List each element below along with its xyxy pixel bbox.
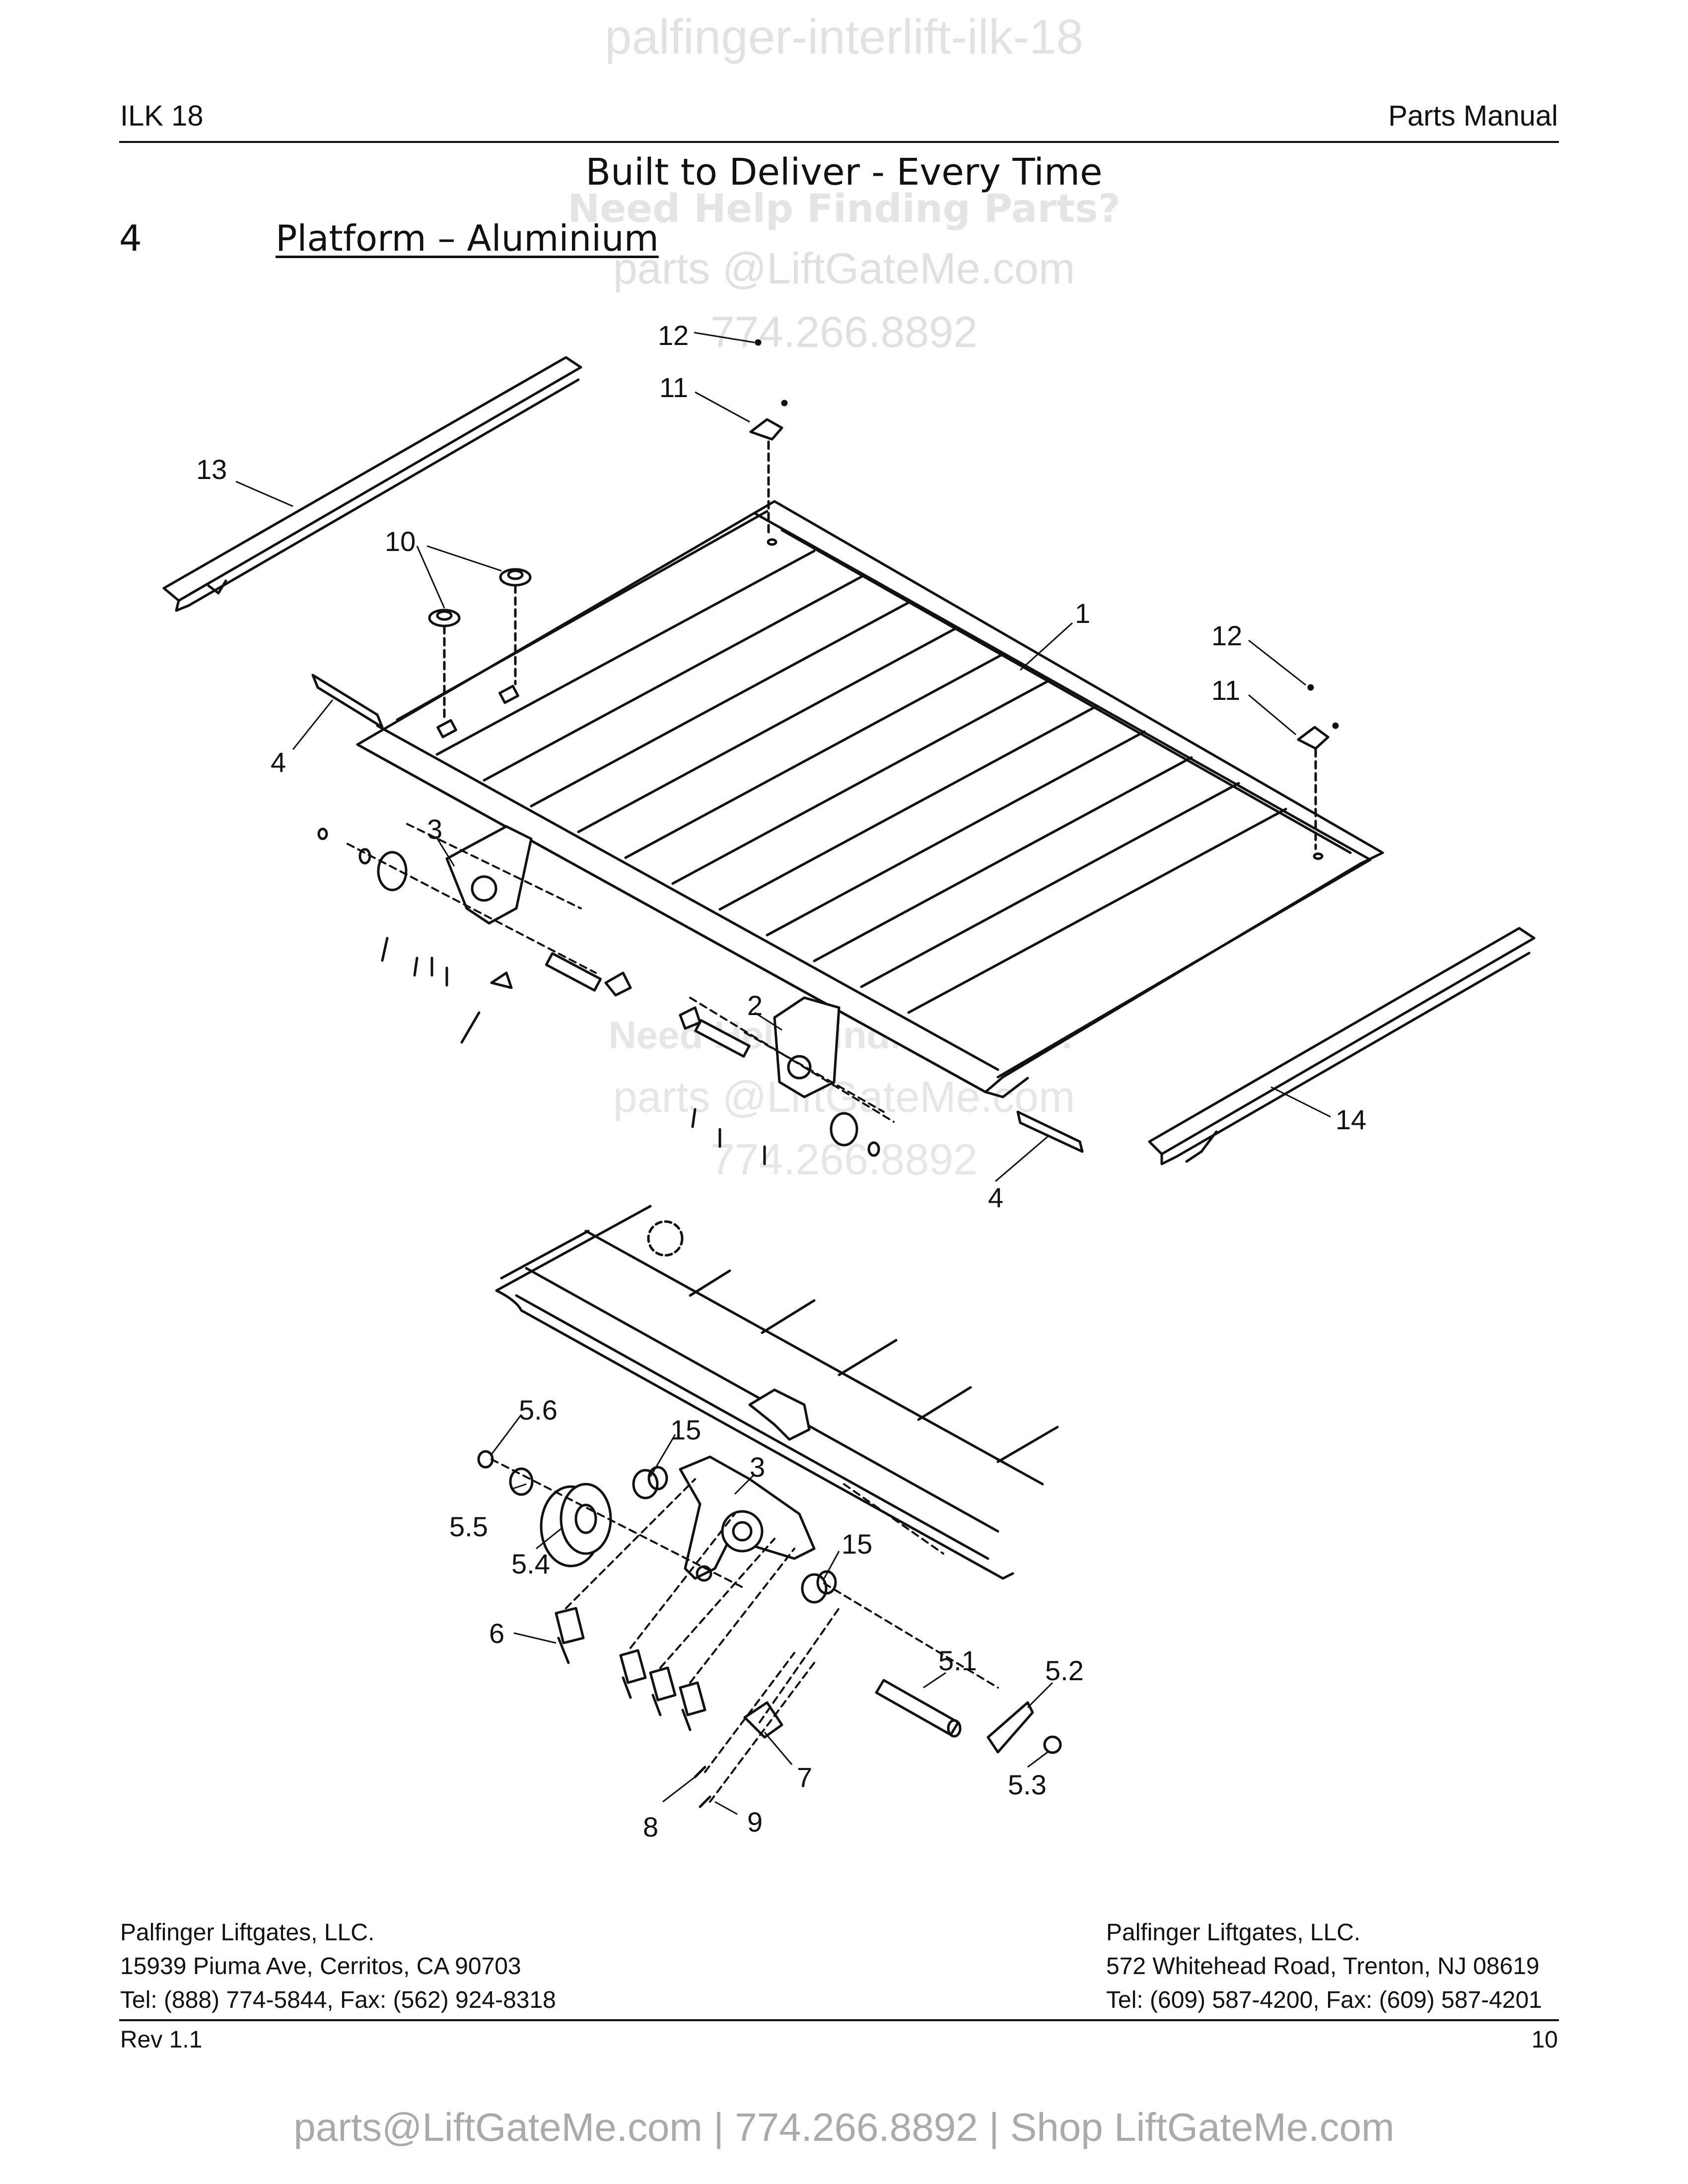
callout-5-1: 5.1 bbox=[938, 1645, 977, 1676]
roller-5-4 bbox=[540, 1483, 612, 1568]
contact-banner[interactable]: parts@LiftGateMe.com | 774.266.8892 | Sh… bbox=[293, 2105, 1395, 2149]
side-profile-left bbox=[162, 356, 582, 612]
hinge-bracket-3-small bbox=[317, 823, 632, 1044]
footer-right: Palfinger Liftgates, LLC. 572 Whitehead … bbox=[1106, 1916, 1542, 2017]
callout-15-top: 15 bbox=[670, 1414, 701, 1445]
watermark-phone: 774.266.8892 bbox=[710, 307, 978, 356]
callout-5-6: 5.6 bbox=[519, 1394, 558, 1426]
callout-11-top: 11 bbox=[659, 372, 688, 403]
end-plate-4-right bbox=[1016, 1110, 1084, 1153]
revision-label: Rev 1.1 bbox=[120, 2027, 203, 2053]
pins-8-9 bbox=[694, 1766, 711, 1808]
plug-10-b bbox=[499, 568, 532, 685]
callout-13: 13 bbox=[196, 454, 227, 485]
footer-left-company: Palfinger Liftgates, LLC. bbox=[120, 1919, 375, 1946]
section-title: Platform – Aluminium bbox=[276, 217, 659, 259]
callout-12-right: 12 bbox=[1211, 620, 1242, 651]
nut-5-3 bbox=[1043, 1735, 1062, 1754]
callout-7: 7 bbox=[797, 1762, 812, 1793]
callout-4-right: 4 bbox=[988, 1182, 1003, 1213]
section-number: 4 bbox=[119, 217, 142, 259]
callout-14: 14 bbox=[1336, 1104, 1366, 1135]
callout-5-5: 5.5 bbox=[449, 1511, 488, 1542]
callout-9: 9 bbox=[747, 1806, 763, 1838]
callout-11-right: 11 bbox=[1211, 675, 1240, 706]
bushings-15 bbox=[632, 1466, 837, 1604]
header-rule bbox=[119, 141, 1559, 143]
bolts-6 bbox=[555, 1607, 706, 1731]
footer-rule bbox=[119, 2019, 1559, 2021]
callout-15-right: 15 bbox=[842, 1528, 872, 1560]
tagline: Built to Deliver - Every Time bbox=[585, 151, 1103, 194]
leader-lines bbox=[235, 332, 1331, 1815]
callout-6: 6 bbox=[489, 1618, 504, 1649]
washer-5-5 bbox=[509, 1467, 534, 1496]
circlip-5-6 bbox=[477, 1450, 494, 1469]
page-number: 10 bbox=[1531, 2027, 1558, 2053]
header-model: ILK 18 bbox=[120, 100, 204, 132]
pin-5-1 bbox=[875, 1679, 962, 1738]
callout-4-left: 4 bbox=[271, 747, 286, 778]
header-doc-type: Parts Manual bbox=[1388, 100, 1558, 132]
footer-right-company: Palfinger Liftgates, LLC. bbox=[1106, 1919, 1361, 1946]
platform-deck bbox=[356, 500, 1384, 1098]
watermark-document-id: palfinger-interlift-ilk-18 bbox=[604, 9, 1084, 64]
end-plate-4-left bbox=[311, 674, 384, 729]
footer-left: Palfinger Liftgates, LLC. 15939 Piuma Av… bbox=[120, 1916, 556, 2017]
callout-5-2: 5.2 bbox=[1045, 1655, 1084, 1686]
cap-11-top bbox=[749, 339, 788, 538]
watermark-email: parts @LiftGateMe.com bbox=[613, 244, 1075, 293]
deck-slats bbox=[435, 549, 1287, 1014]
callout-1: 1 bbox=[1075, 598, 1090, 629]
cam-7 bbox=[743, 1701, 783, 1739]
callout-5-4: 5.4 bbox=[511, 1548, 550, 1579]
callout-3-detail: 3 bbox=[750, 1451, 765, 1483]
footer-left-contact: Tel: (888) 774-5844, Fax: (562) 924-8318 bbox=[120, 1987, 556, 2013]
detail-assembly-lines bbox=[491, 1458, 999, 1803]
callout-2: 2 bbox=[747, 990, 763, 1021]
side-profile-right bbox=[1148, 927, 1536, 1165]
footer-left-address: 15939 Piuma Ave, Cerritos, CA 90703 bbox=[120, 1953, 521, 1979]
hinge-bracket-3-detail bbox=[679, 1388, 816, 1582]
retainer-5-2 bbox=[986, 1701, 1034, 1754]
cap-11-right bbox=[1297, 684, 1339, 850]
plug-10-a bbox=[428, 609, 461, 720]
callout-8: 8 bbox=[643, 1811, 658, 1843]
callout-5-3: 5.3 bbox=[1008, 1769, 1047, 1800]
callout-10: 10 bbox=[385, 526, 416, 557]
footer-right-contact: Tel: (609) 587-4200, Fax: (609) 587-4201 bbox=[1106, 1987, 1542, 2013]
hinge-bracket-2-small bbox=[679, 996, 895, 1165]
footer-right-address: 572 Whitehead Road, Trenton, NJ 08619 bbox=[1106, 1953, 1540, 1979]
watermark-help: Need Help Finding Parts? bbox=[567, 187, 1121, 231]
callout-12-top: 12 bbox=[658, 320, 689, 351]
callout-labels: 12 11 13 10 1 12 11 4 3 2 4 14 5.6 15 3 … bbox=[196, 320, 1366, 1843]
callout-3-top: 3 bbox=[427, 814, 442, 845]
